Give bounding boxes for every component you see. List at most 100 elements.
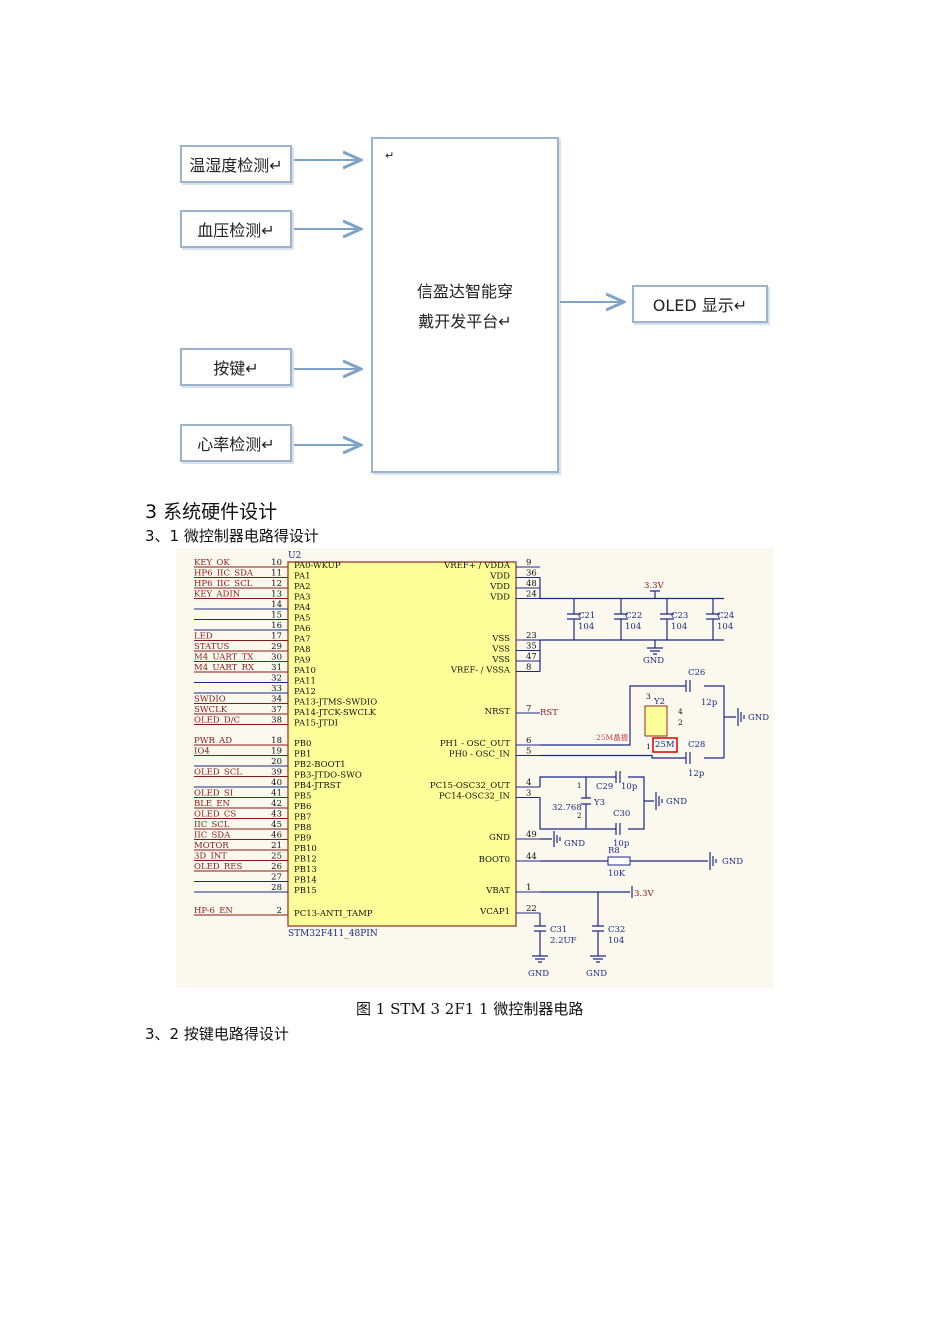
right-pin-name: GND: [489, 833, 510, 843]
c32-val: 104: [608, 936, 624, 946]
vcap-wires: [532, 913, 548, 963]
block-blood-pressure: 血压检测↵: [180, 210, 292, 248]
right-pin-name: VREF- / VSSA: [450, 666, 511, 676]
y3-pin: 1: [577, 782, 581, 790]
left-pin-name: PB8: [294, 823, 311, 833]
right-pin-name: VSS: [491, 655, 510, 665]
left-pin-name: PA6: [294, 624, 311, 634]
r8-val: 10K: [608, 869, 626, 879]
left-pin-net: OLED_RES: [194, 862, 242, 872]
left-pin-number: 32: [271, 674, 282, 684]
left-pin-name: PA2: [294, 582, 311, 592]
left-pin-number: 21: [271, 841, 282, 851]
left-pin-number: 11: [271, 569, 282, 579]
right-pin-number: 9: [526, 558, 531, 568]
block-key: 按键↵: [180, 348, 292, 386]
cap-ref: C21: [578, 611, 595, 621]
right-pin-name: VSS: [491, 645, 510, 655]
section-3-1-heading: 3、1 微控制器电路得设计: [145, 527, 319, 545]
right-pin-name: VBAT: [485, 886, 510, 896]
platform-label-line1: 信盈达智能穿: [416, 282, 513, 301]
c30-ref: C30: [613, 809, 630, 819]
left-pin-name: PA5: [294, 614, 311, 624]
c28-val: 12p: [688, 769, 705, 779]
decoupling-cap: [567, 598, 581, 640]
c32-ref: C32: [608, 925, 625, 935]
left-pin-net: HP-6_EN: [194, 906, 233, 916]
left-pin-number: 26: [271, 862, 282, 872]
left-pin-number: 27: [271, 873, 282, 883]
left-pin-net: M4_UART_TX: [194, 653, 254, 663]
gnd-label-boot: GND: [722, 857, 743, 867]
y2-val: 25M: [655, 740, 675, 750]
right-pin-name: PC14-OSC32_IN: [439, 792, 511, 802]
crystal-y2: [644, 705, 668, 737]
right-pin-number: 7: [526, 704, 531, 714]
block-arrows: [294, 0, 950, 500]
left-pin-net: OLED_CS: [194, 810, 236, 820]
left-pin-name: PA13-JTMS-SWDIO: [294, 698, 377, 708]
left-pin-name: PA8: [294, 645, 311, 655]
block-platform: ↵ 信盈达智能穿 戴开发平台↵: [371, 137, 559, 473]
left-pin-number: 13: [271, 590, 282, 600]
left-pin-net: KEY_ADIN: [194, 590, 241, 600]
right-pin-name: PH1 - OSC_OUT: [440, 739, 510, 749]
left-pin-number: 16: [271, 621, 282, 631]
left-pin-name: PB13: [294, 865, 317, 875]
c29-val: 10p: [621, 782, 638, 792]
left-pin-number: 41: [271, 789, 282, 799]
hs-crystal-wires: [540, 685, 725, 759]
right-pin-number: 8: [526, 663, 531, 673]
left-pin-name: PB1: [294, 750, 311, 760]
left-pin-number: 14: [271, 600, 282, 610]
left-pin-name: PB10: [294, 844, 317, 854]
left-pin-name: PA3: [294, 593, 311, 603]
cap-val: 104: [671, 622, 687, 632]
left-pin-number: 38: [271, 716, 282, 726]
right-pin-name: PC15-OSC32_OUT: [430, 781, 510, 791]
c28-ref: C28: [688, 740, 705, 750]
left-pin-number: 40: [271, 778, 282, 788]
decoupling-cap: [660, 598, 674, 640]
right-pin-number: 36: [526, 569, 537, 579]
vss-rail: [539, 639, 724, 672]
left-pin-number: 33: [271, 684, 282, 694]
right-pin-name: VCAP1: [479, 907, 510, 917]
left-pin-number: 39: [271, 768, 282, 778]
right-pin-name: VDD: [489, 572, 510, 582]
y2-ref: Y2: [653, 697, 665, 707]
left-pin-net: OLED_SCL: [194, 768, 242, 778]
right-pin-number: 3: [526, 789, 531, 799]
left-pin-net: BLE_EN: [194, 799, 231, 809]
left-pin-net: M4_UART_RX: [194, 663, 255, 673]
left-pin-net: LED: [194, 632, 213, 642]
left-pin-name: PB2-BOOT1: [294, 760, 346, 770]
c31-val: 2.2UF: [550, 936, 577, 946]
decoupling-cap: [706, 598, 720, 640]
right-pin-name: PH0 - OSC_IN: [449, 750, 511, 760]
left-pin-name: PA0-WKUP: [294, 561, 341, 571]
left-pin-net: SWDIO: [194, 695, 226, 705]
block-temp-humidity: 温湿度检测↵: [180, 145, 292, 183]
c30-val: 10p: [613, 839, 630, 849]
left-pin-number: 17: [271, 632, 282, 642]
left-pin-net: PWR_AD: [194, 736, 232, 746]
right-pin-number: 35: [526, 642, 537, 652]
left-pin-name: PB0: [294, 739, 311, 749]
mcu-body: [287, 561, 517, 927]
y2-pin: 3: [646, 692, 651, 701]
left-pin-number: 20: [271, 757, 282, 767]
y2-pin: 1: [646, 742, 651, 751]
left-pin-name: PB14: [294, 876, 317, 886]
left-pin-name: PB6: [294, 802, 311, 812]
right-pin-number: 24: [526, 590, 537, 600]
vbat-3v3-label: 3.3V: [634, 889, 655, 899]
left-pin-number: 19: [271, 747, 282, 757]
left-pin-name: PA4: [294, 603, 311, 613]
right-pin-name: BOOT0: [479, 855, 510, 865]
left-pin-net: HP6_IIC_SCL: [194, 579, 253, 589]
vdd-rail: [539, 577, 724, 600]
boot0-wires: [540, 852, 717, 870]
left-pin-number: 18: [271, 736, 282, 746]
left-pin-name: PA11: [294, 677, 316, 687]
